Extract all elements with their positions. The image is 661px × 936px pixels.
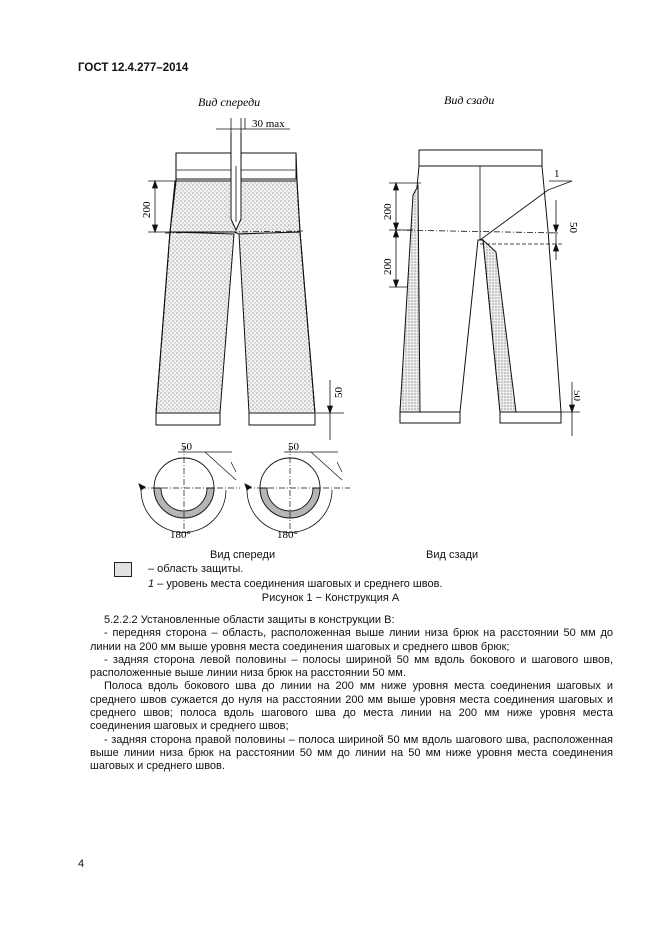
cross-section-right [244,446,350,533]
legend-note-num: 1 [148,578,155,590]
standard-header: ГОСТ 12.4.277–2014 [78,62,189,74]
dim-circle-left-180: 180° [170,529,191,541]
front-view-label: Вид спереди [198,95,260,109]
figure-construction-a: Вид спереди Вид сзади 30 max [138,93,580,541]
back-view-label: Вид сзади [444,93,494,107]
legend-text: – область защиты. [148,563,244,575]
caption-front: Вид спереди [210,549,276,561]
paragraph-heading: 5.2.2.2 Установленные области защиты в к… [104,614,395,626]
dim-circle-right-50: 50 [288,441,300,453]
legend-note-text: – уровень места соединения шаговых и сре… [154,578,443,590]
callout-1: 1 [554,168,560,180]
legend-note: 1 – уровень места соединения шаговых и с… [148,578,443,590]
dim-back-50-hem: 50 [571,390,580,402]
dim-circle-left-50: 50 [181,441,193,453]
dim-circle-right-180: 180° [277,529,298,541]
dim-back-200-upper: 200 [382,203,394,220]
body-text: 5.2.2.2 Установленные области защиты в к… [90,614,613,774]
paragraph-front: - передняя сторона – область, расположен… [90,627,613,653]
paragraph-back-right: - задняя сторона правой половины – полос… [90,733,613,773]
dim-30max: 30 max [252,118,285,130]
paragraph-strip: Полоса вдоль бокового шва до линии на 20… [90,680,613,733]
paragraph-back-left: - задняя сторона левой половины – полосы… [90,653,613,680]
back-trousers [394,149,564,424]
legend-swatch [114,562,132,577]
dim-back-50-upper: 50 [567,222,579,234]
figure-title: Рисунок 1 − Конструкция А [261,592,400,604]
dim-back-200-lower: 200 [382,258,394,275]
page-number: 4 [78,858,85,870]
caption-back: Вид сзади [426,549,479,561]
dim-front-50: 50 [333,387,345,399]
front-trousers [155,133,316,426]
cross-section-left [138,446,240,533]
dim-front-200: 200 [141,201,153,218]
